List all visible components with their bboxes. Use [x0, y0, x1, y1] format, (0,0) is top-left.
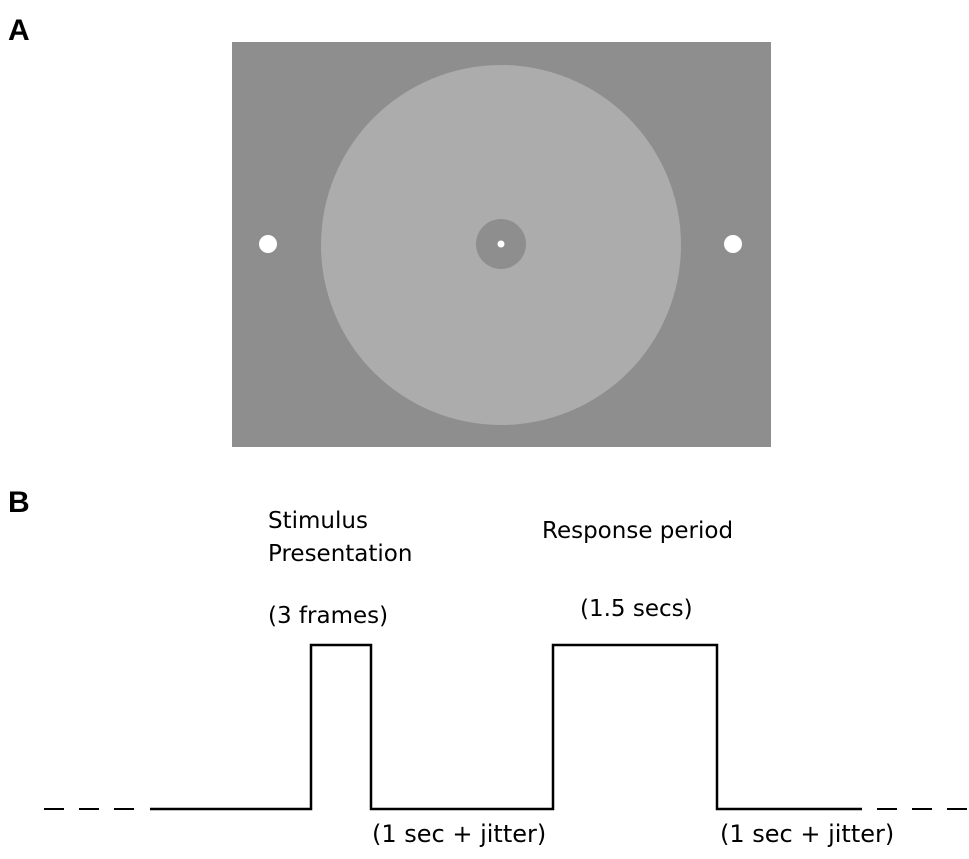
interval-label-2: (1 sec + jitter) [720, 820, 895, 848]
response-duration-label: (1.5 secs) [580, 596, 693, 622]
fixation-dot [497, 240, 505, 248]
stimulus-duration-label: (3 frames) [268, 603, 389, 629]
panel-label-b: B [8, 486, 30, 519]
right-marker [724, 235, 742, 253]
response-period-label: Response period [542, 518, 734, 544]
left-marker [259, 235, 277, 253]
stimulus-label-line2: Presentation [268, 541, 413, 567]
panel-label-a: A [8, 14, 30, 47]
timeline-trace [150, 643, 862, 811]
interval-label-1: (1 sec + jitter) [372, 820, 547, 848]
stimulus-display [232, 42, 771, 447]
stimulus-label-line1: Stimulus [268, 508, 368, 534]
